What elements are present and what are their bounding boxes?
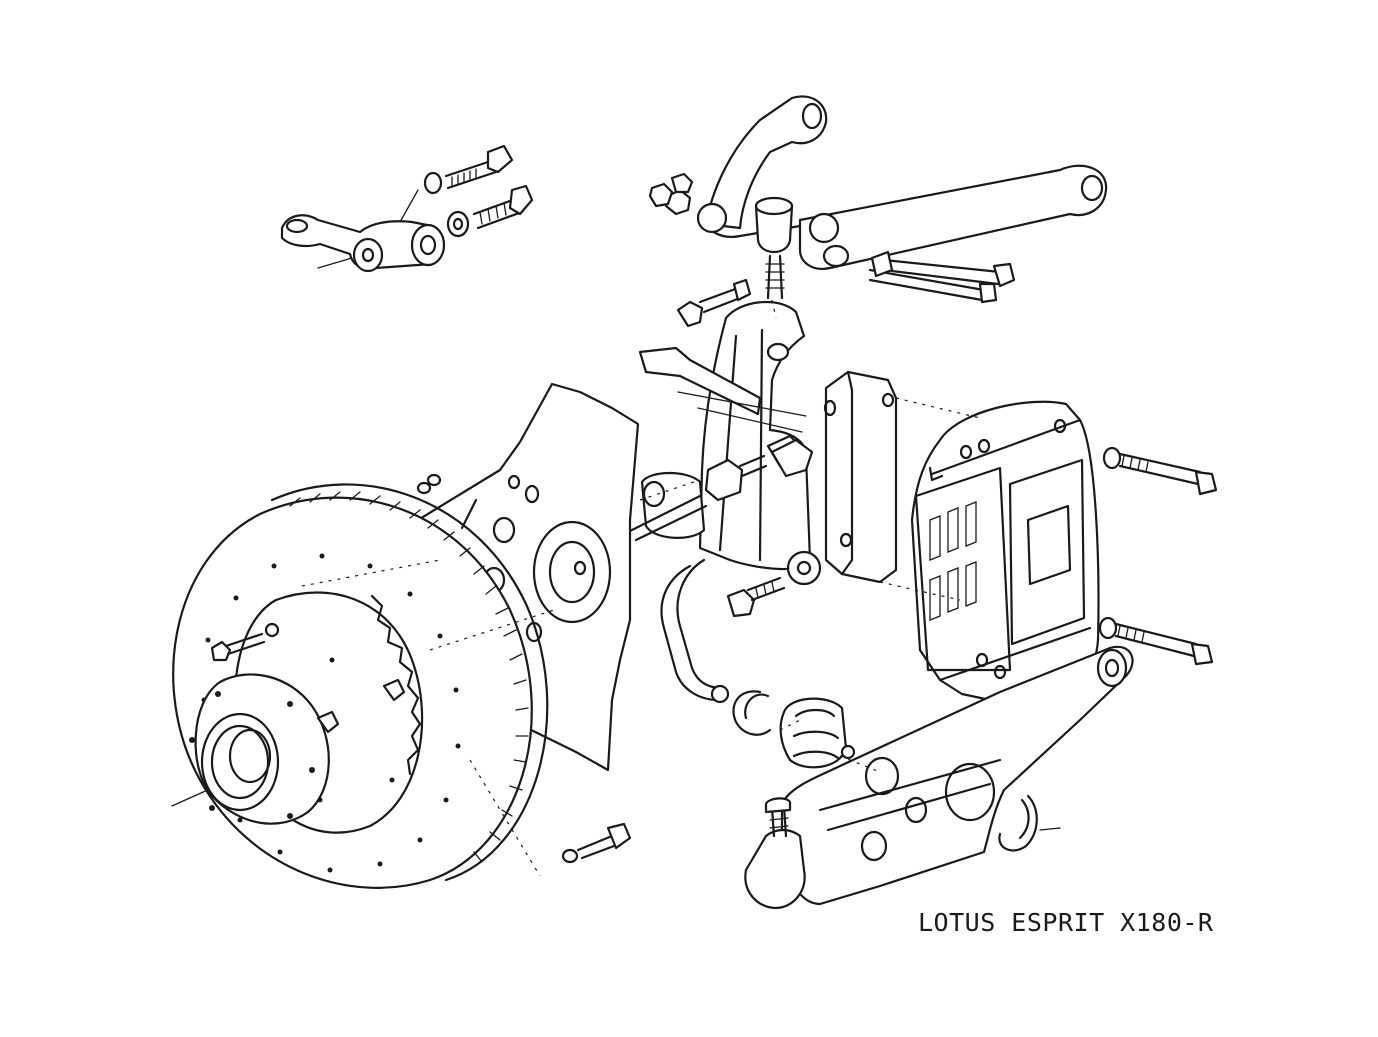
lower-wishbone — [780, 645, 1134, 906]
upright-bolt-lower — [726, 576, 786, 618]
wishbone-bush — [779, 697, 856, 769]
steering-arm-bolt-upper — [423, 144, 514, 195]
wheel-hub — [189, 673, 406, 825]
steering-arm-bolt-lower — [446, 184, 534, 238]
ball-joint — [744, 797, 806, 910]
upper-wishbone — [696, 95, 1108, 300]
caliper-adapter-plate — [823, 370, 898, 584]
drop-link — [660, 558, 730, 704]
upper-wishbone-hardware — [648, 172, 1016, 304]
circlip-left — [732, 690, 772, 736]
disc-screw-bottom — [561, 822, 632, 864]
steering-arm — [280, 189, 446, 273]
caliper-bolt-upper — [1102, 446, 1218, 496]
assembly-guide-lines — [301, 299, 1061, 877]
caliper-bolt-lower — [1098, 616, 1214, 666]
disc-bolts — [210, 622, 280, 662]
brake-caliper — [910, 400, 1100, 702]
shield-screws — [416, 473, 442, 495]
diagram-caption: LOTUS ESPRIT X180-R — [918, 908, 1214, 937]
upright — [626, 300, 822, 586]
circlip-right — [998, 794, 1038, 852]
upright-bolt-top — [676, 278, 752, 328]
